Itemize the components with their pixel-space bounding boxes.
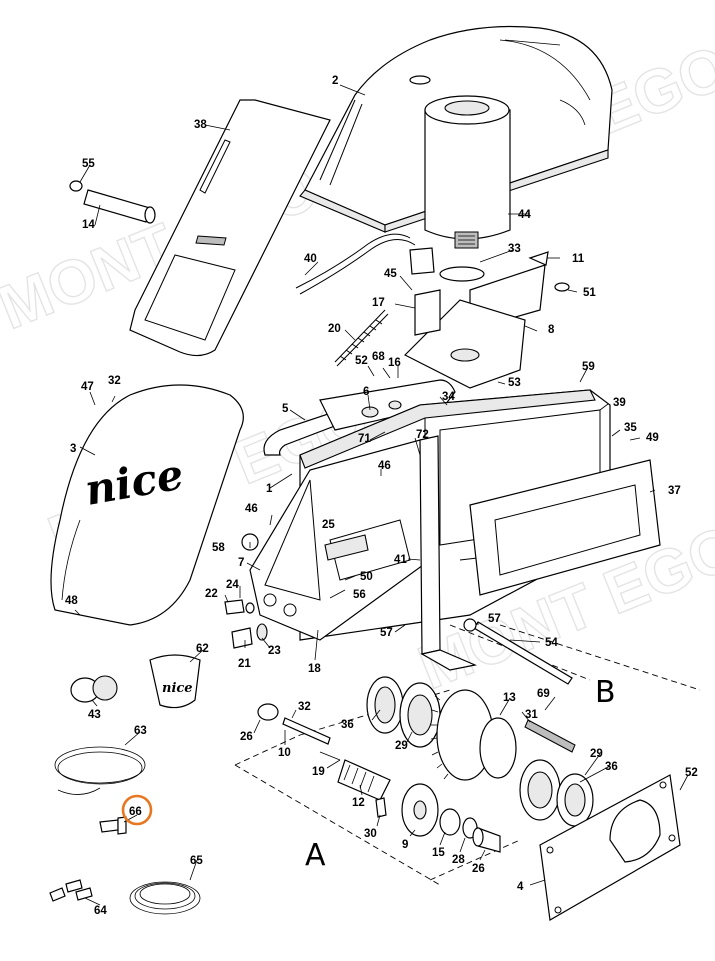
part-labels: 2 38 55 14 44 33 11 51 40 45 17 8 20 52 … [65,75,698,917]
part-label-26b: 26 [472,863,485,875]
part-label-50: 50 [360,571,373,583]
lid-panel [69,99,331,357]
part-label-48: 48 [65,595,78,607]
part-label-18: 18 [308,663,321,675]
part-label-46b: 46 [245,503,258,515]
part-label-12: 12 [352,797,365,809]
part-label-52: 52 [355,355,368,367]
part-label-54: 54 [545,637,558,649]
part-label-32b: 32 [298,701,311,713]
part-label-36a: 36 [341,719,354,731]
part-label-24: 24 [226,579,239,591]
part-label-35: 35 [624,422,637,434]
group-label-a: A [305,838,326,873]
part-label-55: 55 [82,158,95,170]
part-label-16: 16 [388,357,401,369]
part-label-59: 59 [582,361,595,373]
part-label-45: 45 [384,268,397,280]
brand-logo-small: nice [162,681,193,696]
part-label-6: 6 [363,386,369,398]
highlight-ring [121,794,153,826]
part-label-28: 28 [452,854,465,866]
part-label-20: 20 [328,323,341,335]
cable-glands [224,533,268,649]
part-label-13: 13 [503,692,516,704]
part-label-5: 5 [282,403,289,415]
part-label-2: 2 [332,75,338,87]
motor-bracket [403,251,570,389]
part-label-37: 37 [668,485,681,497]
part-label-31: 31 [525,709,538,721]
part-label-30: 30 [364,828,377,840]
motor [424,95,511,249]
part-label-10: 10 [278,747,291,759]
part-label-1: 1 [266,483,273,495]
part-label-8: 8 [548,324,555,336]
part-label-64: 64 [94,905,107,917]
release-lever [263,379,456,456]
part-label-57a: 57 [380,627,393,639]
part-label-4: 4 [517,881,524,893]
part-label-11: 11 [572,253,585,265]
part-label-21: 21 [238,658,251,670]
part-label-23: 23 [268,645,281,657]
part-label-38: 38 [194,119,207,131]
part-label-44: 44 [518,209,531,221]
part-label-65: 65 [190,855,203,867]
small-parts-left: nice [49,654,201,915]
part-label-25: 25 [322,519,335,531]
part-label-22: 22 [205,588,218,600]
part-label-56: 56 [353,589,366,601]
part-label-62: 62 [196,643,209,655]
part-label-52b: 52 [685,767,698,779]
part-label-15: 15 [432,847,445,859]
part-label-53: 53 [508,377,521,389]
part-label-29a: 29 [395,740,408,752]
part-label-7: 7 [238,557,244,569]
part-label-63: 63 [134,725,147,737]
part-label-41: 41 [394,554,407,566]
part-label-32a: 32 [108,375,121,387]
part-label-72: 72 [416,429,429,441]
part-label-9: 9 [402,839,408,851]
leader-lines [74,84,689,906]
part-label-46a: 46 [378,460,391,472]
part-label-34: 34 [442,391,455,403]
part-label-3: 3 [70,443,76,455]
spring [334,309,389,367]
part-label-39: 39 [613,397,626,409]
base-frame [249,439,431,641]
part-label-26a: 26 [240,731,253,743]
part-label-19: 19 [312,766,325,778]
part-label-51: 51 [583,287,596,299]
group-outline [234,624,701,886]
part-label-58: 58 [212,542,225,554]
end-flange [539,774,681,921]
part-label-47: 47 [81,381,94,393]
part-label-40: 40 [304,253,317,265]
part-label-17: 17 [372,297,385,309]
part-label-68: 68 [372,351,385,363]
group-label-b: B [595,675,616,710]
part-label-14: 14 [82,219,95,231]
part-label-36b: 36 [605,761,618,773]
part-label-43: 43 [88,709,101,721]
part-label-69: 69 [537,688,550,700]
part-label-57b: 57 [488,613,501,625]
part-label-66: 66 [129,806,142,818]
part-label-71: 71 [358,433,371,445]
housing-gasket [469,459,661,596]
rail-bracket [419,435,478,671]
front-cover: nice [50,384,244,626]
part-label-29b: 29 [590,748,603,760]
gear-assembly [257,618,594,853]
highlighted-part-66[interactable]: 66 [121,794,153,826]
part-label-33: 33 [508,243,521,255]
cable-harness [295,233,435,295]
part-label-49: 49 [646,432,659,444]
